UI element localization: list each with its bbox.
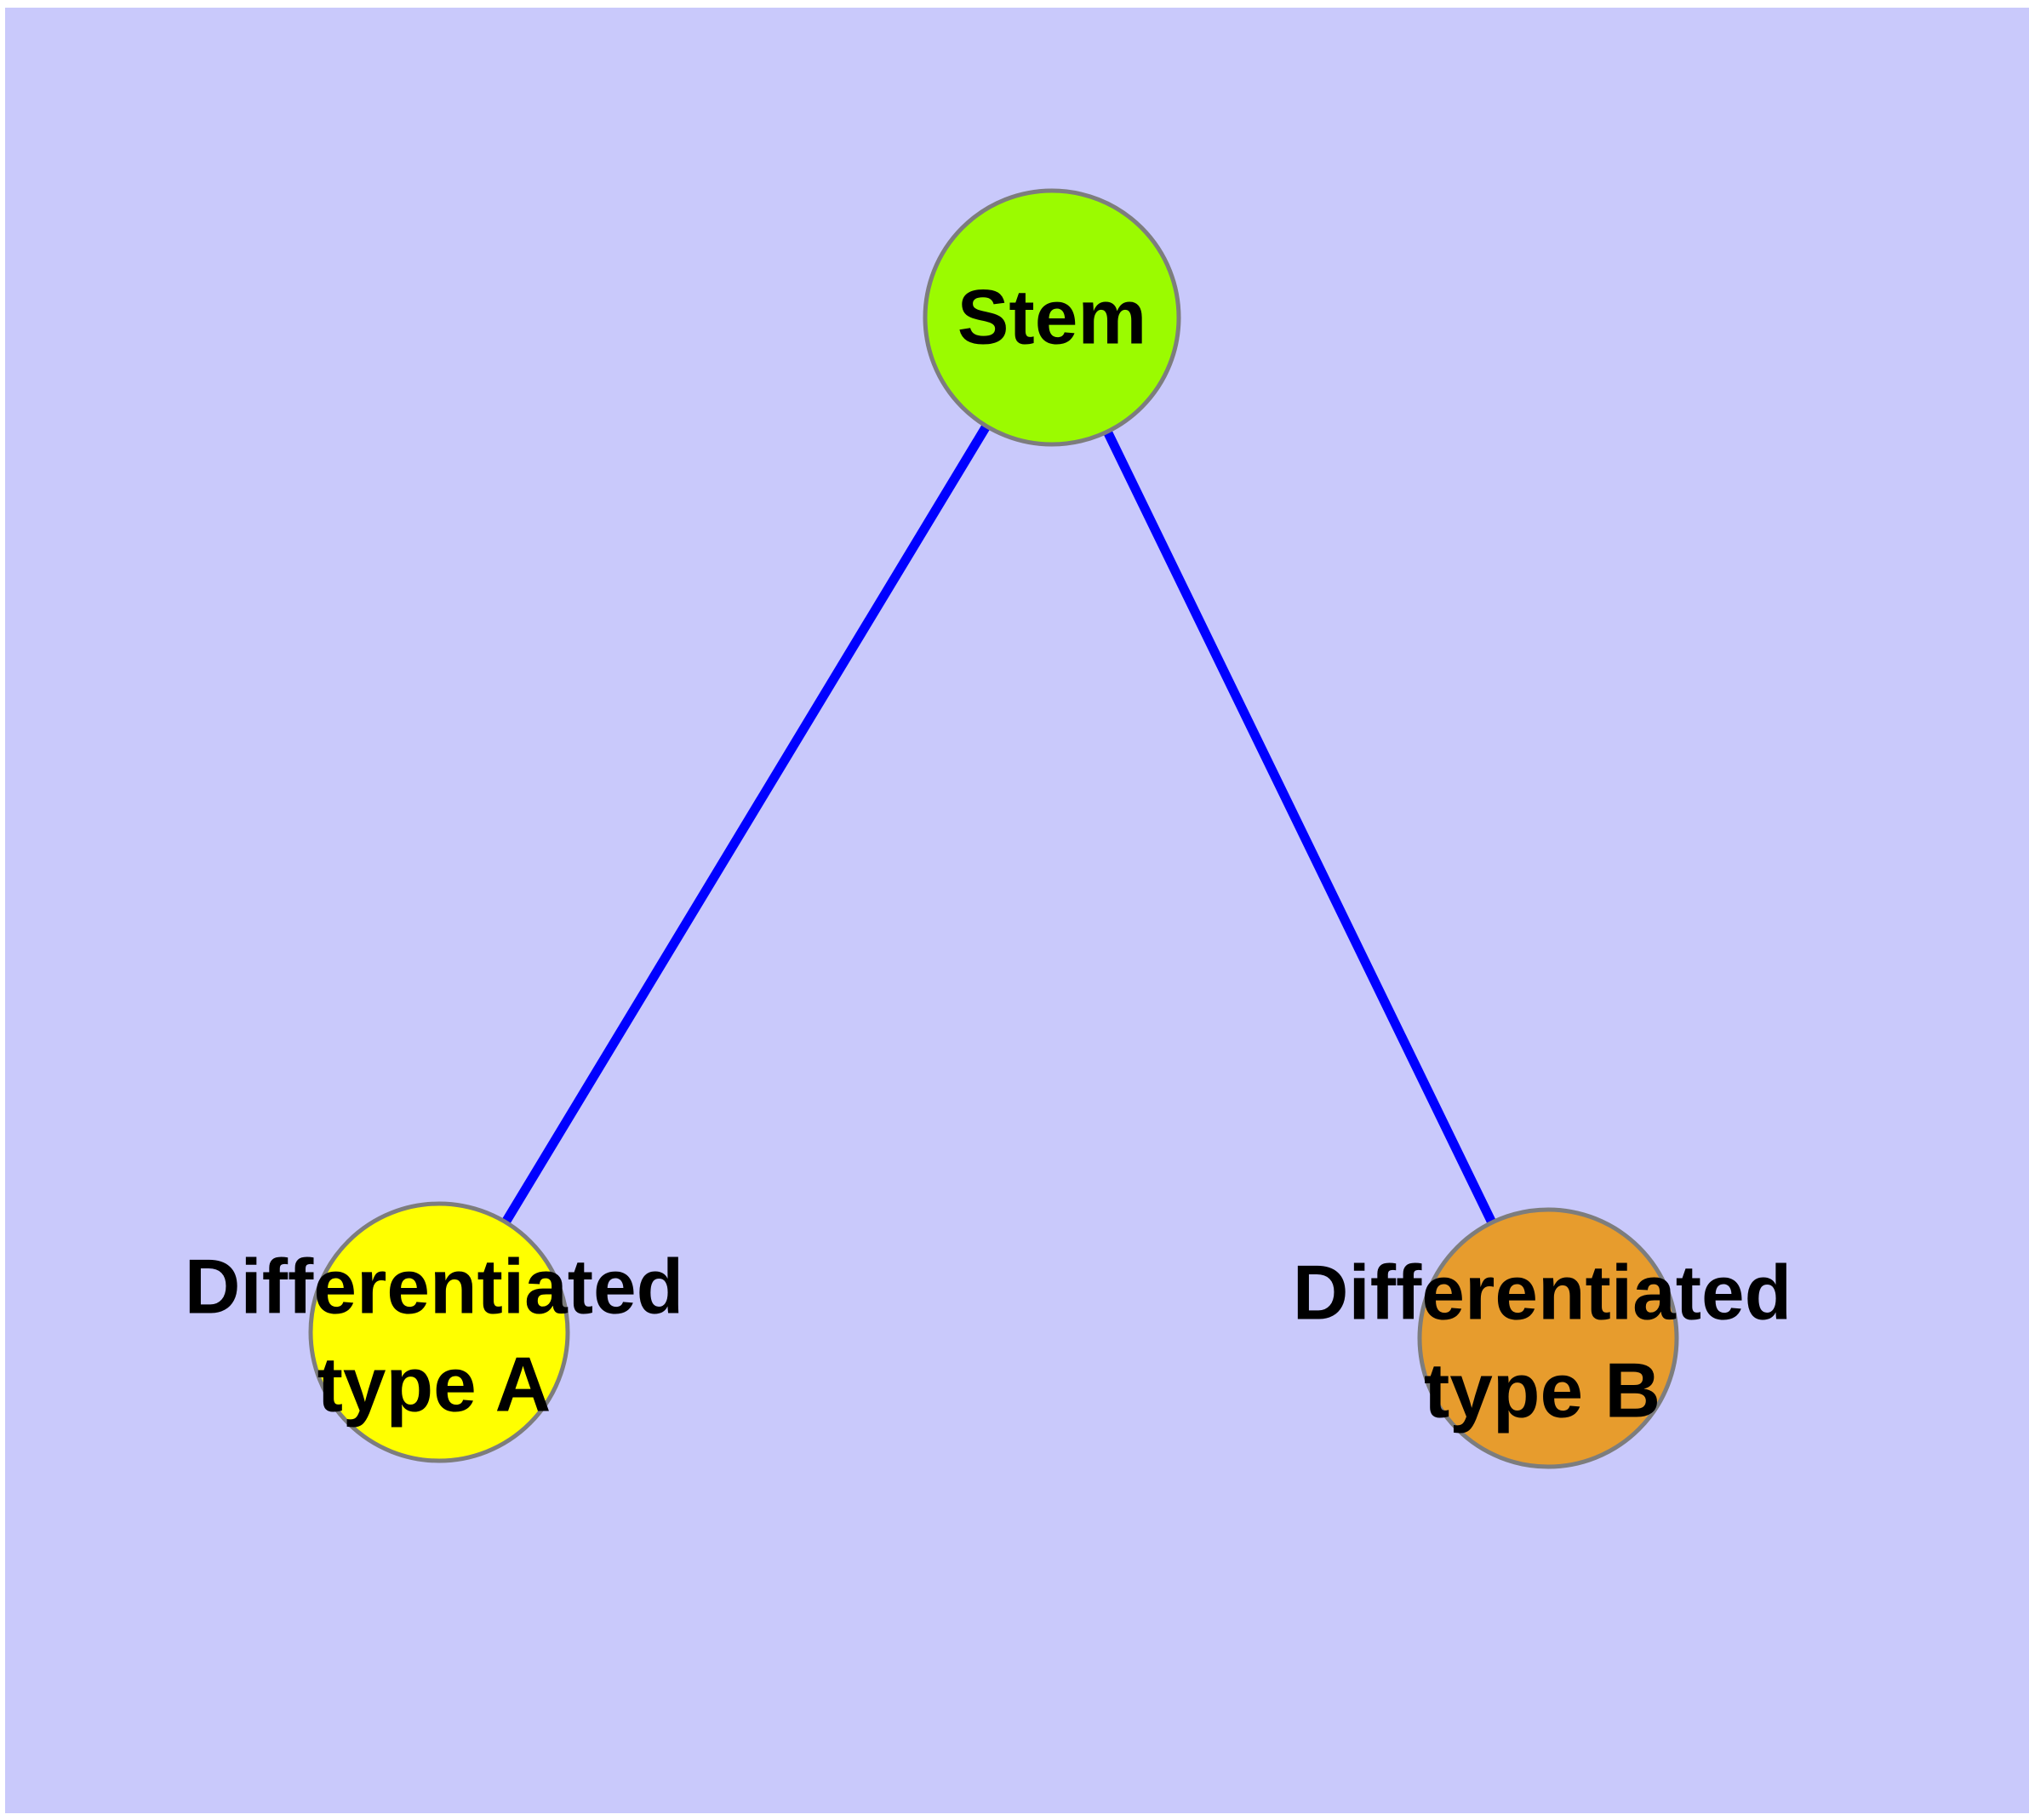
node-differentiated-type-b-label-line2: type B [1424, 1348, 1660, 1434]
node-differentiated-type-b: Differentiated type B [1293, 1207, 1792, 1469]
node-differentiated-type-b-label-line1: Differentiated [1293, 1251, 1792, 1336]
edges [435, 315, 1552, 1341]
node-differentiated-type-a-label-line1: Differentiated [185, 1245, 684, 1331]
node-differentiated-type-a-circle [308, 1201, 570, 1463]
node-differentiated-type-a-label-line2: type A [317, 1342, 552, 1428]
node-stem-circle [923, 188, 1181, 447]
node-stem: Stem [923, 188, 1181, 447]
edge-stem-to-type-b [1048, 315, 1552, 1341]
edge-stem-to-type-a [435, 315, 1056, 1335]
node-stem-label: Stem [957, 275, 1147, 361]
node-differentiated-type-a: Differentiated type A [185, 1201, 684, 1463]
node-differentiated-type-b-circle [1417, 1207, 1679, 1469]
